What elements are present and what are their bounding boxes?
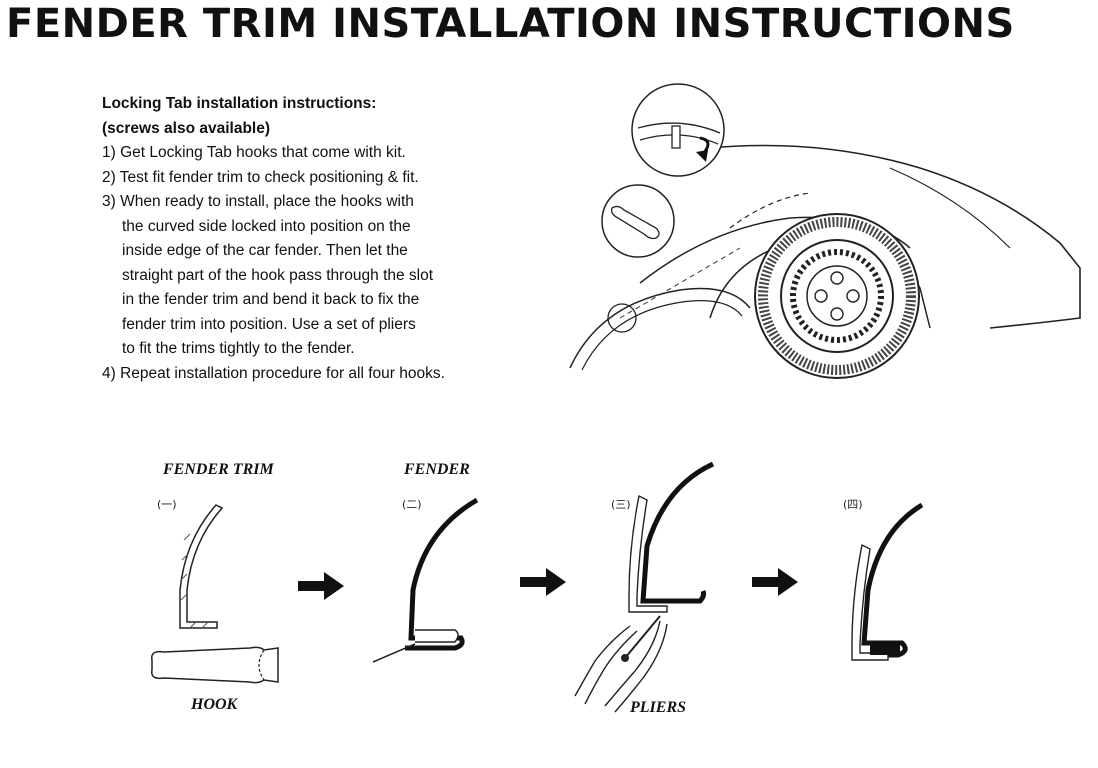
stage-3-illustration bbox=[574, 461, 715, 713]
arrow-right-icon bbox=[520, 568, 566, 596]
fender-trim-profile bbox=[851, 543, 889, 661]
bend-arrow-head bbox=[696, 150, 708, 162]
fender-profile bbox=[861, 502, 924, 658]
guide-line bbox=[619, 247, 741, 319]
car-window-line bbox=[889, 167, 1011, 249]
trim-profile bbox=[179, 504, 224, 629]
fender-trim-arch bbox=[569, 287, 751, 369]
step-3-line-4: straight part of the hook pass through t… bbox=[122, 266, 434, 284]
tire-tread bbox=[758, 217, 916, 375]
hook-line bbox=[372, 643, 416, 663]
car-wheel-illustration bbox=[569, 83, 1081, 379]
pliers-handle-left bbox=[574, 625, 631, 697]
step-1: 1) Get Locking Tab hooks that come with … bbox=[102, 144, 406, 161]
trim-detail-circle bbox=[607, 303, 637, 333]
step-3: 3) When ready to install, place the hook… bbox=[102, 193, 414, 210]
step-3-line-5: in the fender trim and bend it back to f… bbox=[122, 291, 420, 308]
fender-profile bbox=[405, 497, 479, 651]
arrow-right-icon bbox=[298, 572, 344, 600]
stage-mark-1: (一) bbox=[157, 498, 177, 511]
lug-nut bbox=[830, 271, 844, 285]
stage-1-illustration bbox=[151, 504, 279, 684]
hook-installed bbox=[870, 645, 900, 655]
bend-arrow-icon bbox=[699, 136, 710, 157]
wheel-rim-inner bbox=[790, 249, 884, 343]
hook-part-shape bbox=[610, 205, 660, 240]
stage-4-illustration bbox=[851, 502, 924, 661]
lug-nut bbox=[814, 289, 828, 303]
instructions-block: Locking Tab installation instructions: (… bbox=[102, 92, 532, 386]
stage-2-illustration bbox=[372, 497, 479, 663]
lug-nut bbox=[830, 307, 844, 321]
arrow-right-icon bbox=[752, 568, 798, 596]
fender-trim-profile bbox=[628, 494, 668, 613]
lug-nut bbox=[846, 289, 860, 303]
fender-trim-profile bbox=[415, 629, 459, 643]
hook-shape bbox=[151, 646, 279, 684]
stage-mark-2: (二) bbox=[402, 498, 422, 511]
label-fender: FENDER bbox=[404, 461, 470, 478]
step-3-line-7: to fit the trims tightly to the fender. bbox=[122, 340, 355, 357]
step-4: 4) Repeat installation procedure for all… bbox=[102, 364, 445, 382]
step-3-line-6: fender trim into position. Use a set of … bbox=[122, 315, 416, 333]
fender-trim-arch-inner bbox=[581, 300, 743, 371]
step-3-line-2: the curved side locked into position on … bbox=[122, 217, 411, 235]
stage-mark-3: (三) bbox=[611, 498, 631, 511]
hook-curve bbox=[258, 649, 265, 681]
page-title: FENDER TRIM INSTALLATION INSTRUCTIONS bbox=[6, 1, 1015, 47]
label-hook: HOOK bbox=[191, 696, 238, 713]
pliers-handle-left-inner bbox=[584, 630, 638, 705]
label-fender-trim: FENDER TRIM bbox=[163, 461, 274, 478]
detail-hook bbox=[671, 125, 681, 149]
label-pliers: PLIERS bbox=[630, 699, 687, 716]
detail-panel bbox=[637, 122, 721, 134]
step-2: 2) Test fit fender trim to check positio… bbox=[102, 168, 419, 186]
car-door-line bbox=[729, 192, 811, 229]
step-3-line-3: inside edge of the car fender. Then let … bbox=[122, 242, 408, 259]
instructions-heading: Locking Tab installation instructions: bbox=[102, 95, 377, 112]
stage-mark-4: (四) bbox=[843, 498, 863, 511]
pliers-handle-right-inner bbox=[614, 623, 668, 713]
pliers-handle-right bbox=[604, 620, 661, 707]
instructions-subheading: (screws also available) bbox=[102, 119, 271, 137]
fender-profile bbox=[640, 461, 715, 604]
car-body-outline bbox=[709, 144, 1081, 329]
wheel-hub bbox=[806, 265, 868, 327]
